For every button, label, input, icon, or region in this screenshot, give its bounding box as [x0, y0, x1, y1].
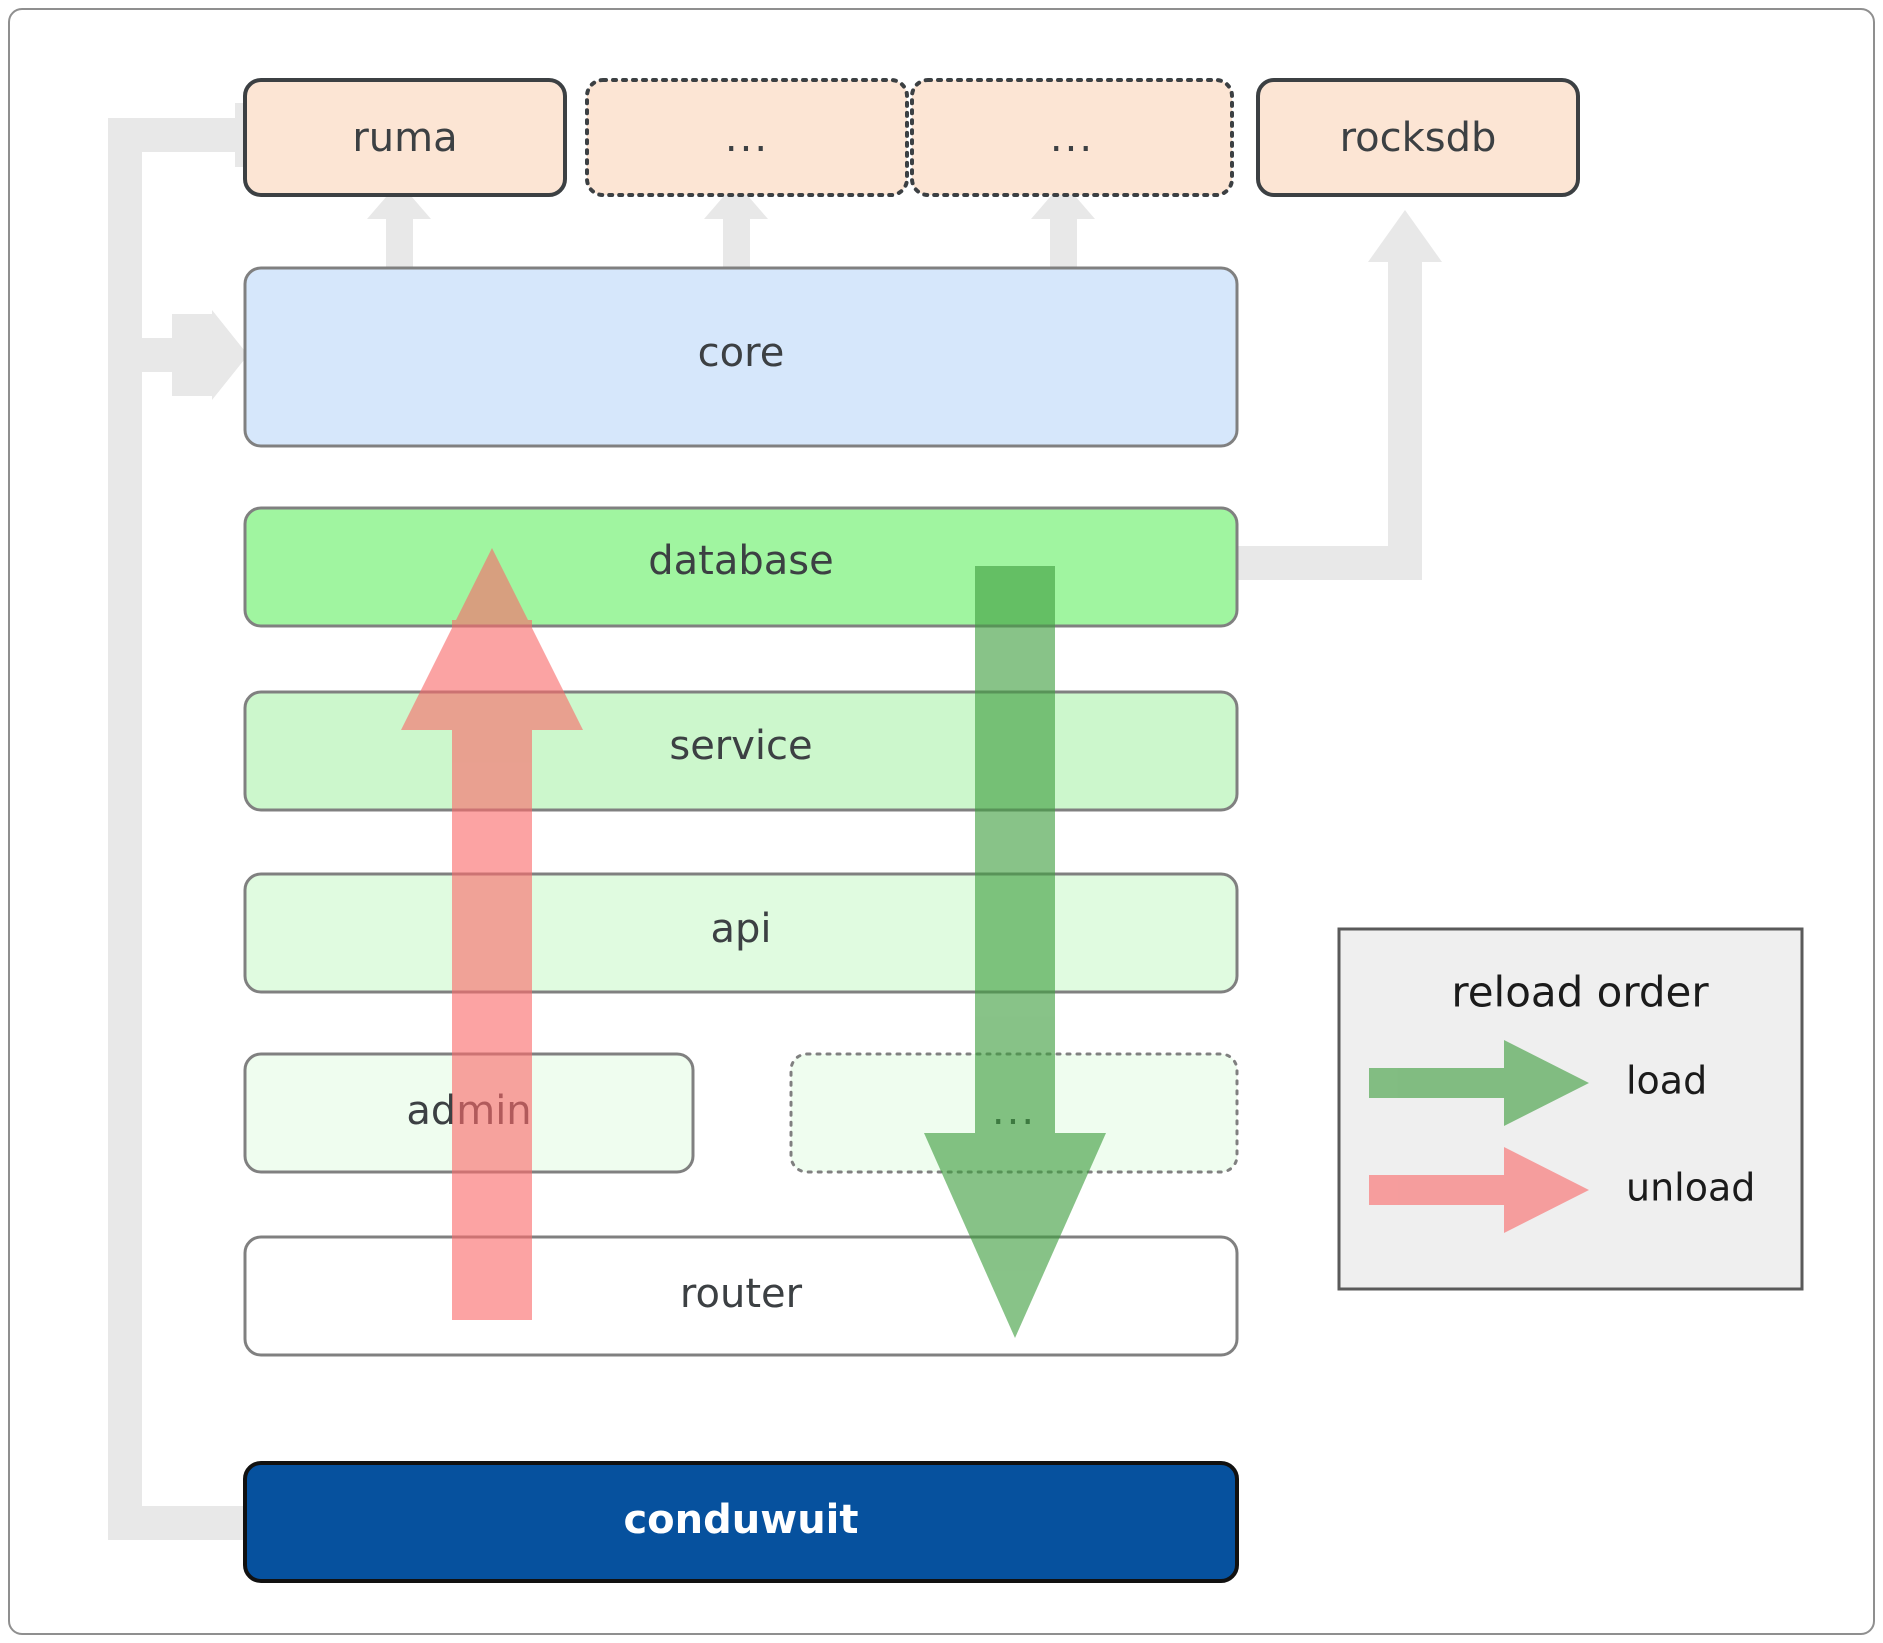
connector-core-up-arrows	[367, 182, 1095, 273]
node-ruma[interactable]: ruma	[243, 78, 567, 197]
unload-arrow	[401, 548, 583, 1320]
node-dep-ellipsis-1-box[interactable]	[585, 78, 909, 197]
unload-arrow-head	[401, 548, 583, 730]
connector-arrowhead-core	[212, 310, 248, 400]
node-conduwuit-box[interactable]	[243, 1461, 1239, 1583]
legend-title: reload order	[1451, 968, 1709, 1017]
legend-unload-label: unload	[1626, 1166, 1755, 1210]
node-api[interactable]: api	[243, 872, 1239, 994]
node-ruma-box[interactable]	[243, 78, 567, 197]
unload-arrow-shaft	[452, 620, 532, 1320]
connector-body-core	[172, 314, 215, 396]
node-core-box[interactable]	[243, 266, 1239, 448]
node-router[interactable]: router	[243, 1235, 1239, 1357]
node-dep-ellipsis-2-label: ...	[1050, 115, 1094, 161]
node-database-label: database	[648, 538, 833, 584]
load-arrow-shaft	[975, 566, 1055, 1230]
legend-load-label: load	[1626, 1059, 1707, 1103]
node-core[interactable]: core	[243, 266, 1239, 448]
node-core-label: core	[698, 330, 785, 376]
legend-unload-head	[1504, 1147, 1589, 1233]
node-dep-ellipsis-2-box[interactable]	[910, 78, 1234, 197]
node-service[interactable]: service	[243, 690, 1239, 812]
top-dependencies-row: ruma ... ... rocksdb	[243, 78, 1580, 197]
connector-database-to-rocksdb	[1225, 255, 1422, 580]
node-rocksdb-label: rocksdb	[1340, 115, 1497, 161]
legend-box	[1337, 927, 1804, 1291]
node-ruma-label: ruma	[352, 115, 457, 161]
legend-load-head	[1504, 1040, 1589, 1126]
legend-entry-unload: unload	[1369, 1147, 1755, 1233]
node-router-label: router	[680, 1271, 803, 1317]
load-arrow-head	[924, 1133, 1106, 1338]
uparrow-core-to-dep1	[704, 182, 768, 273]
node-conduwuit-label: conduwuit	[623, 1497, 858, 1543]
reload-flow-arrows	[401, 548, 1106, 1338]
uparrow-core-to-ruma	[367, 182, 431, 273]
load-arrow	[924, 566, 1106, 1338]
node-dep-ellipsis-1-label: ...	[725, 115, 769, 161]
node-rocksdb[interactable]: rocksdb	[1256, 78, 1580, 197]
legend-load-arrow-icon	[1369, 1040, 1589, 1126]
legend-unload-arrow-icon	[1369, 1147, 1589, 1233]
node-rocksdb-box[interactable]	[1256, 78, 1580, 197]
node-service-label: service	[669, 723, 812, 769]
node-dep-ellipsis-2[interactable]: ...	[910, 78, 1234, 197]
node-database[interactable]: database	[243, 506, 1239, 628]
legend-panel: reload order load unload	[1337, 927, 1804, 1291]
crate-stack: core database service api admin ...	[243, 266, 1239, 1583]
arrowhead-rocksdb	[1368, 210, 1442, 262]
node-conduwuit[interactable]: conduwuit	[243, 1461, 1239, 1583]
legend-entry-load: load	[1369, 1040, 1707, 1126]
node-api-label: api	[710, 906, 771, 952]
node-dep-ellipsis-1[interactable]: ...	[585, 78, 909, 197]
uparrow-core-to-dep2	[1031, 182, 1095, 273]
